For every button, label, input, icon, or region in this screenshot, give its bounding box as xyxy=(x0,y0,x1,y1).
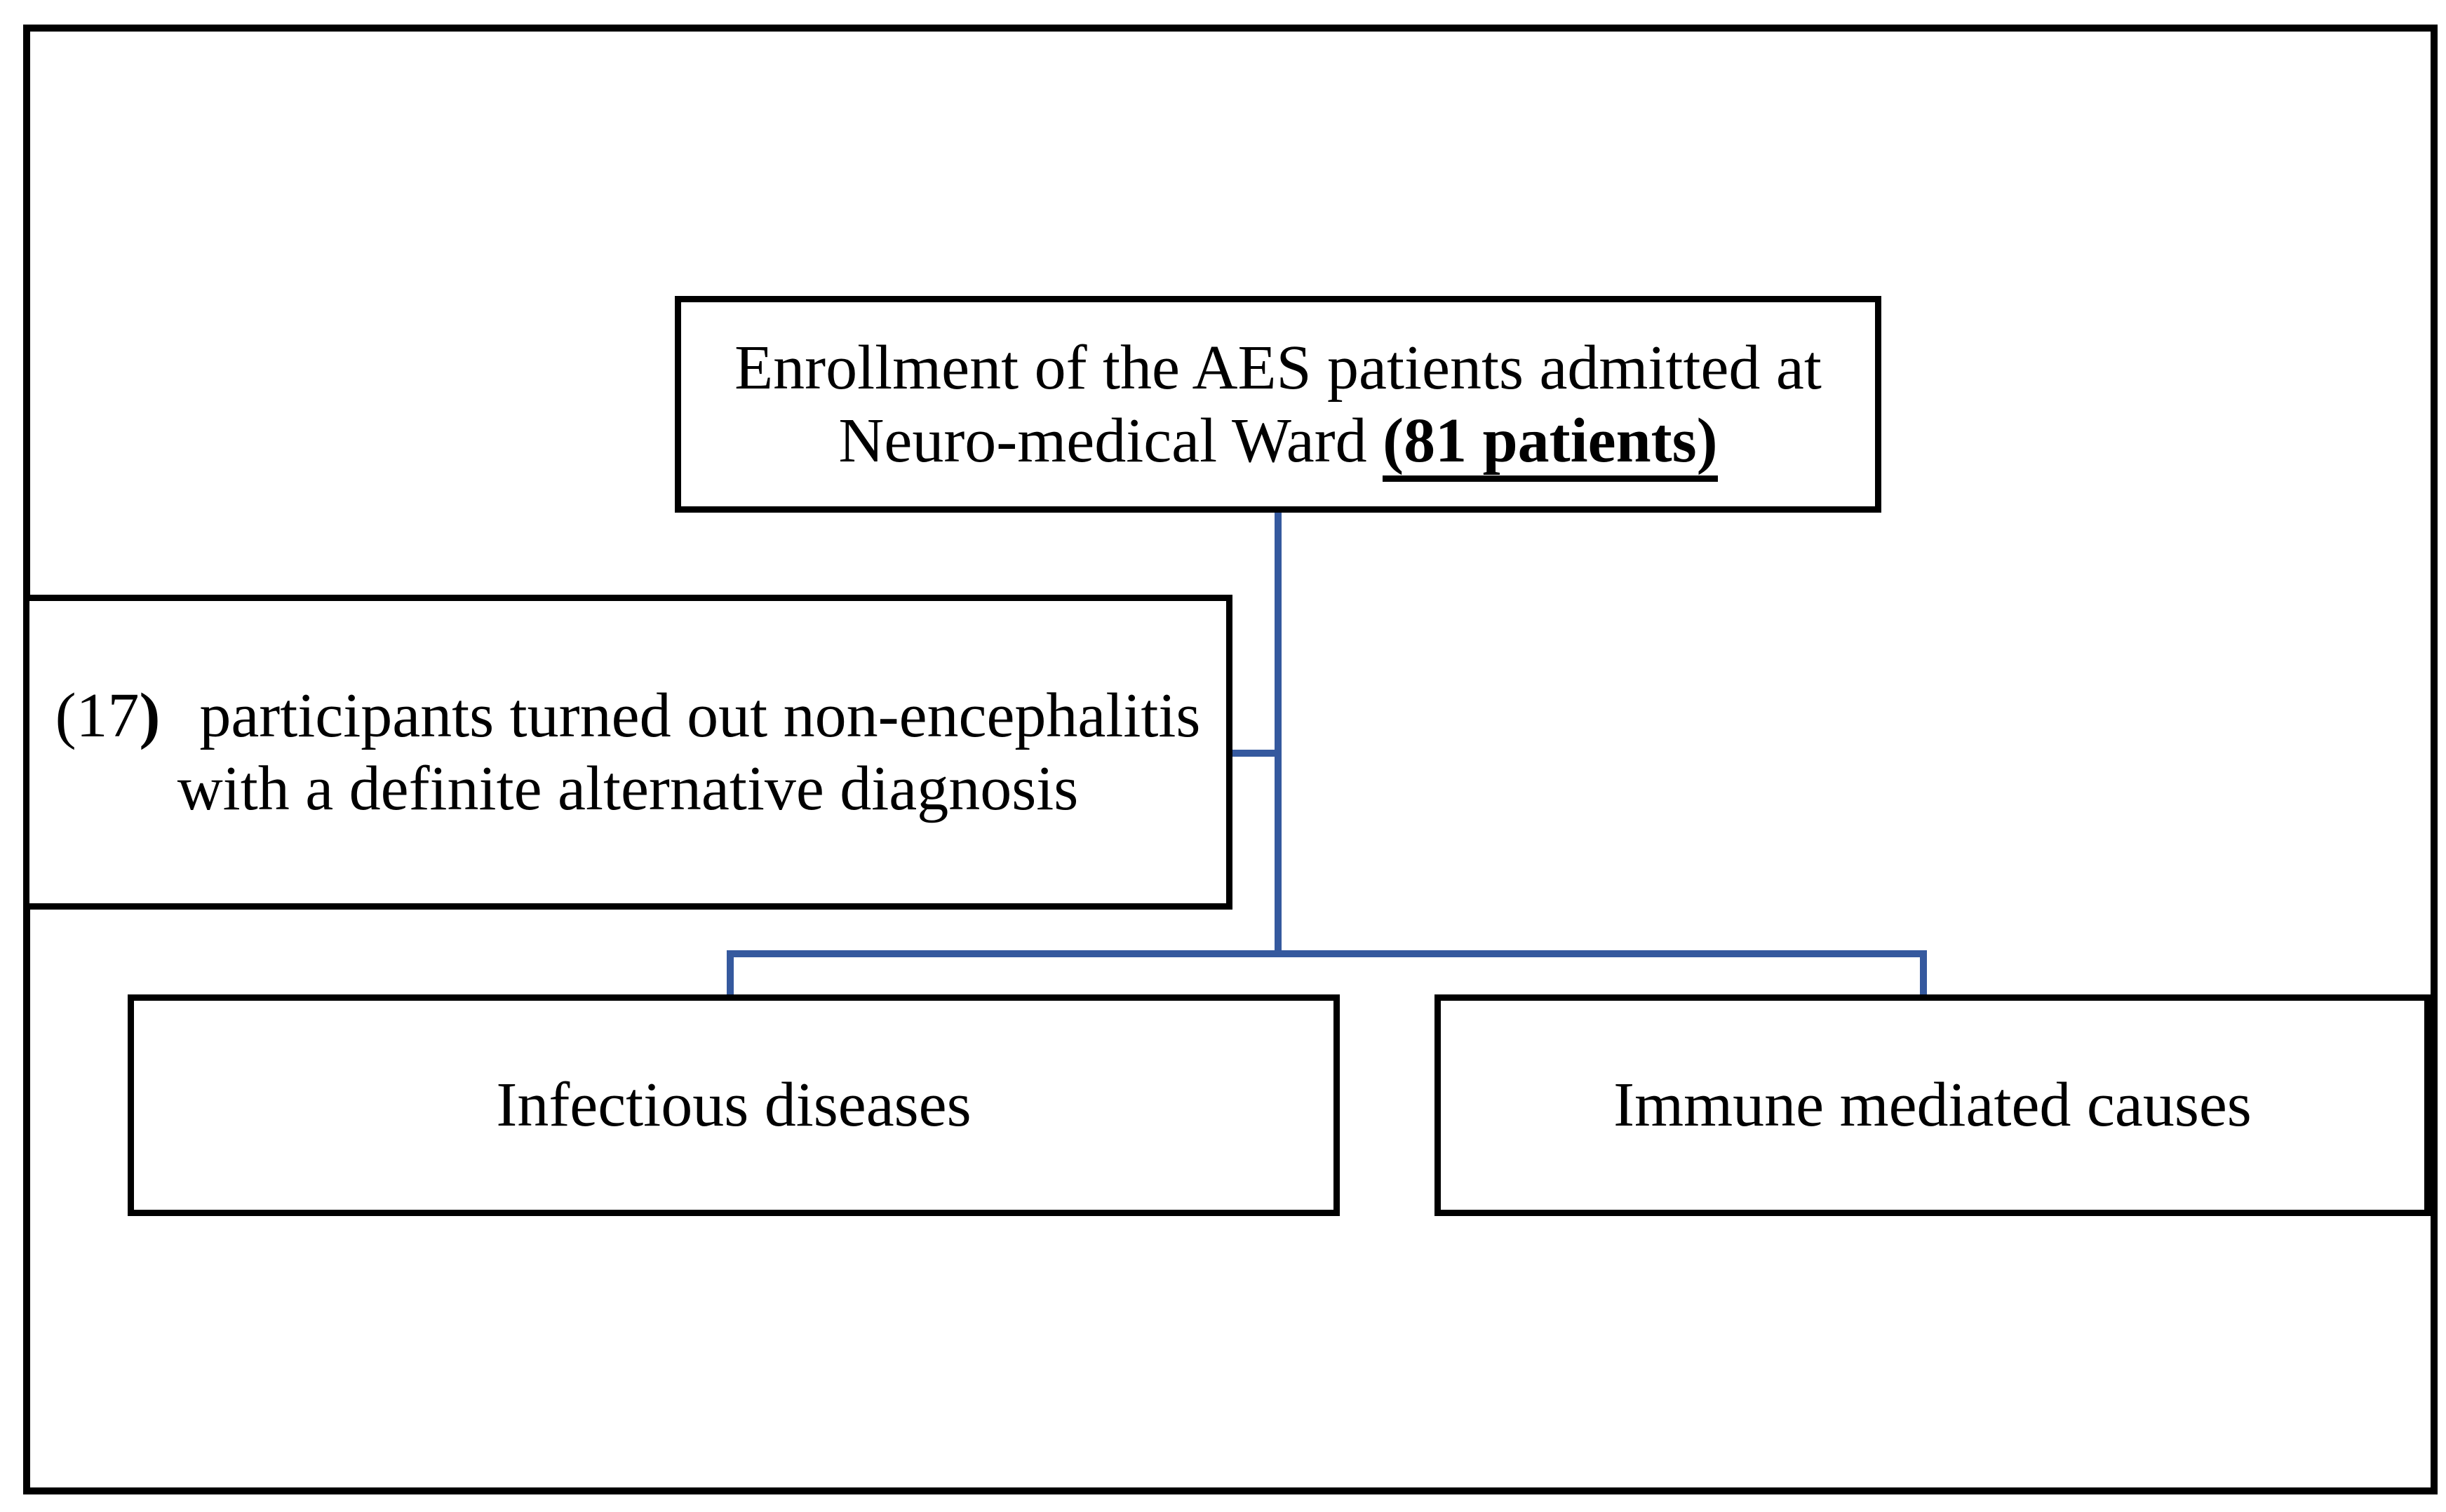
exclusion-count: (17) xyxy=(55,681,161,750)
connector-vertical-main xyxy=(1275,513,1282,957)
exclusion-line-1-text: participants turned out non-encephalitis xyxy=(199,681,1201,750)
exclusion-box: (17) participants turned out non-encephal… xyxy=(23,595,1232,910)
enrollment-patient-count: (81 patients) xyxy=(1383,405,1718,482)
connector-horizontal-branch xyxy=(727,950,1927,957)
exclusion-line-2: with a definite alternative diagnosis xyxy=(177,753,1079,823)
immune-mediated-causes-box: Immune mediated causes xyxy=(1434,994,2431,1216)
connector-stub-right xyxy=(1920,950,1927,999)
enrollment-line-2: Neuro-medical Ward (81 patients) xyxy=(838,405,1718,482)
connector-exclusion-branch xyxy=(1226,750,1279,757)
enrollment-line-2-prefix: Neuro-medical Ward xyxy=(838,405,1383,475)
exclusion-count-open: (17 xyxy=(55,681,140,750)
connector-stub-left xyxy=(727,950,734,999)
enrollment-line-1: Enrollment of the AES patients admitted … xyxy=(734,333,1822,403)
exclusion-line-1: (17) participants turned out non-encephal… xyxy=(55,680,1201,752)
infectious-diseases-box: Infectious diseases xyxy=(128,994,1340,1216)
immune-mediated-causes-label: Immune mediated causes xyxy=(1613,1070,2252,1140)
infectious-diseases-label: Infectious diseases xyxy=(496,1070,972,1140)
exclusion-count-close: ) xyxy=(139,681,161,750)
enrollment-box: Enrollment of the AES patients admitted … xyxy=(675,296,1881,513)
